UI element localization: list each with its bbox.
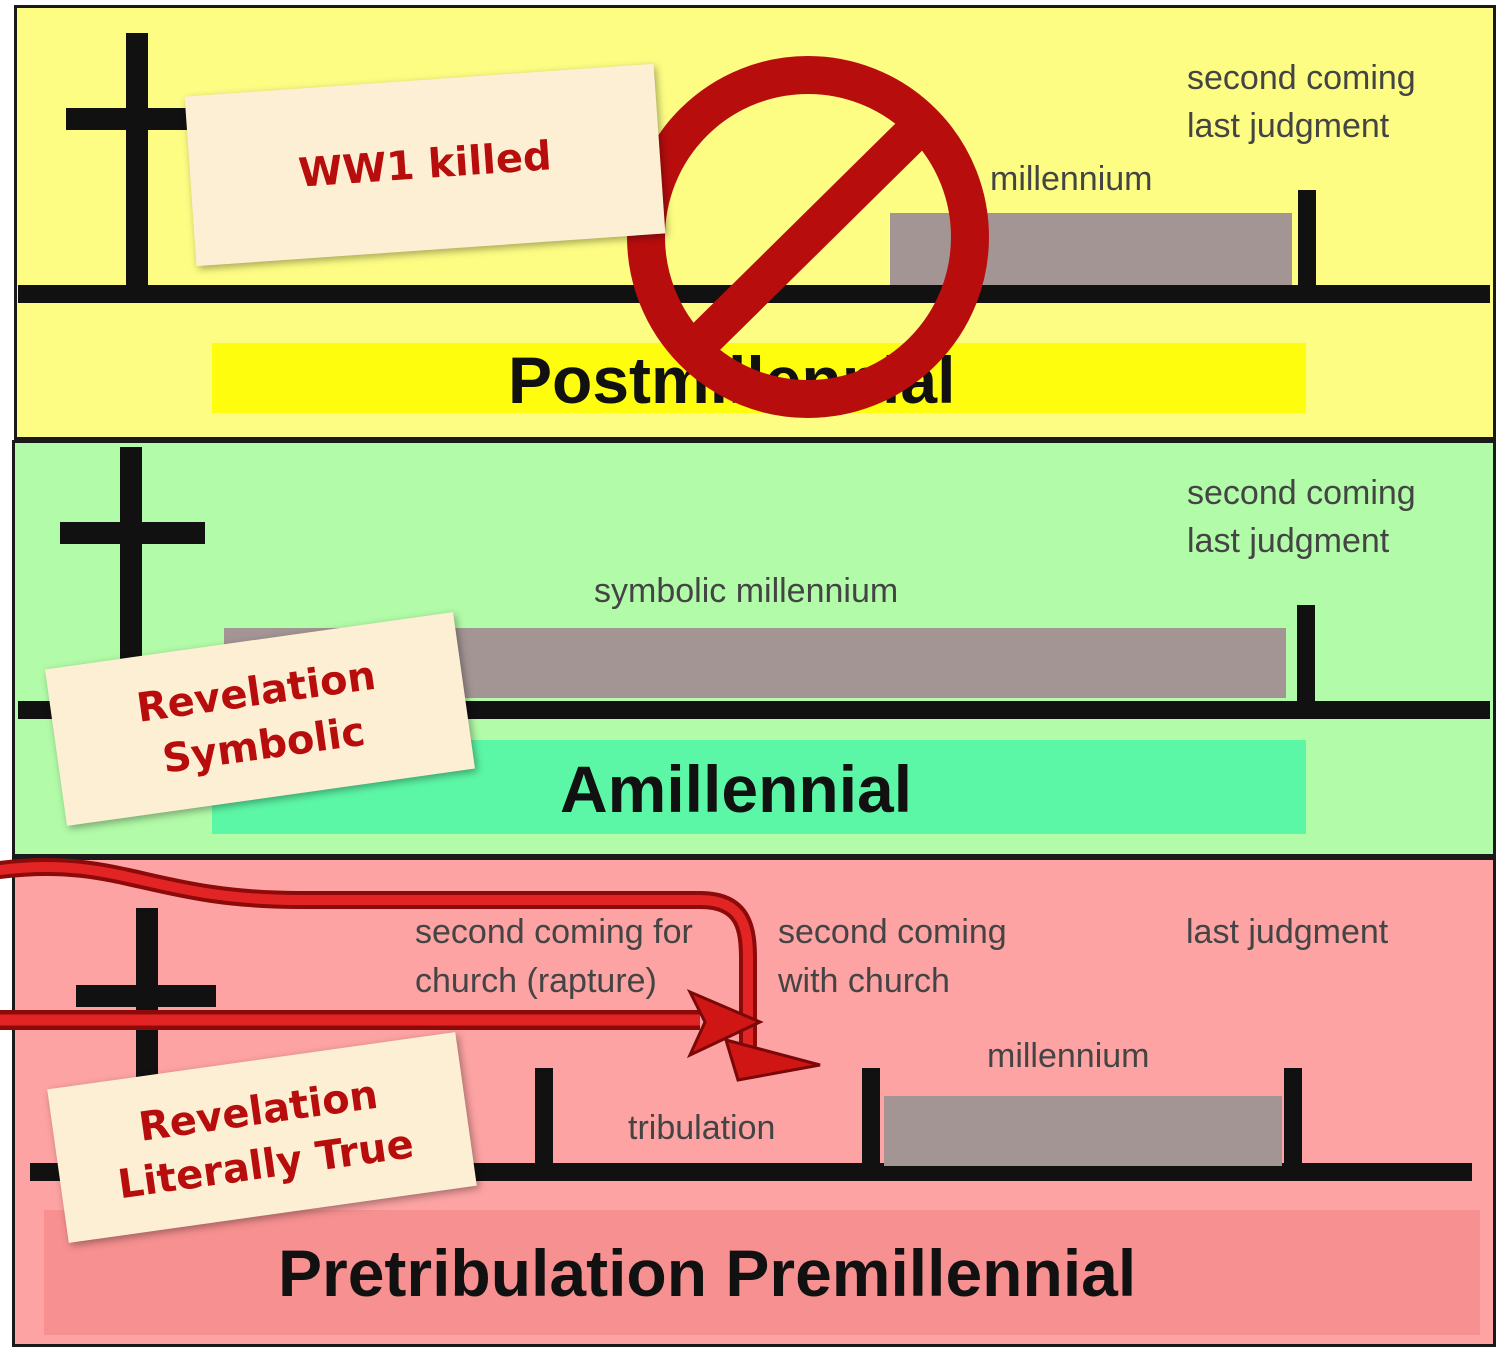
post-cross-icon xyxy=(126,33,148,295)
pretrib-millennium-bar xyxy=(884,1096,1282,1166)
post-cross-arm xyxy=(66,108,191,130)
pretrib-title: Pretribulation Premillennial xyxy=(278,1236,1137,1310)
pretrib-with-church-marker xyxy=(862,1068,880,1170)
pretrib-cross-arm xyxy=(76,985,216,1007)
post-second-coming-label: second coming xyxy=(1187,59,1416,97)
pretrib-millennium-label: millennium xyxy=(987,1037,1150,1075)
pretrib-rapture-label-2: church (rapture) xyxy=(415,962,657,1000)
pretrib-last-judgment-label: last judgment xyxy=(1186,913,1389,951)
amil-title: Amillennial xyxy=(560,752,913,826)
amil-millennium-label: symbolic millennium xyxy=(594,572,899,610)
revelation-literally-true-text: Revelation Literally True xyxy=(107,1063,417,1211)
amil-cross-icon xyxy=(120,447,142,702)
amil-second-coming-label: second coming xyxy=(1187,474,1416,512)
post-last-judgment-label: last judgment xyxy=(1187,107,1390,145)
post-millennium-label: millennium xyxy=(990,160,1153,198)
revelation-symbolic-text: Revelation Symbolic xyxy=(133,649,386,789)
pretrib-with-church-label-2: with church xyxy=(778,962,950,1000)
pretrib-last-judgment-marker xyxy=(1284,1068,1302,1170)
pretrib-title-bar xyxy=(44,1210,1480,1335)
amil-cross-arm xyxy=(60,522,205,544)
pretrib-with-church-label-1: second coming xyxy=(778,913,1007,951)
prohibited-icon xyxy=(627,56,989,418)
amil-second-coming-marker xyxy=(1297,605,1315,705)
pretrib-rapture-marker xyxy=(535,1068,553,1170)
curved-arrow-icon xyxy=(0,857,821,1082)
ww1-killed-note: WW1 killed xyxy=(184,63,666,267)
pretrib-rapture-label-1: second coming for xyxy=(415,913,693,951)
amil-last-judgment-label: last judgment xyxy=(1187,522,1390,560)
pretrib-tribulation-label: tribulation xyxy=(628,1109,776,1147)
ww1-killed-text: WW1 killed xyxy=(296,133,554,197)
post-second-coming-marker xyxy=(1298,190,1316,290)
